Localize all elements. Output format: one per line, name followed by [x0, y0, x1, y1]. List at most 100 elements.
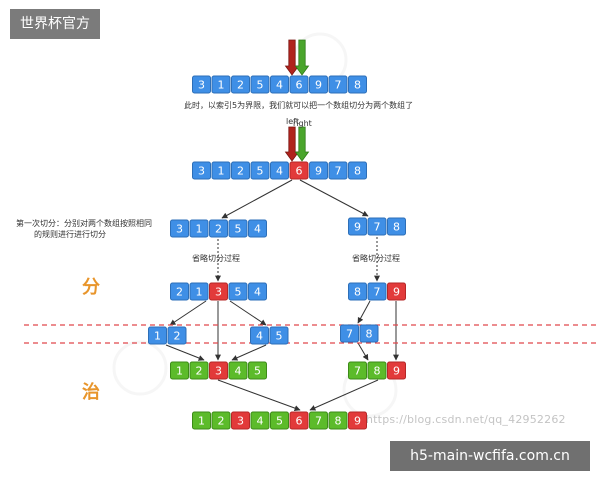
- array-cell: [387, 361, 406, 380]
- array-cell-value: 1: [217, 79, 224, 92]
- array-cell: [250, 326, 269, 345]
- array-cell-value: 2: [176, 286, 183, 299]
- arrow-split-left: [221, 179, 293, 219]
- array-cell: [270, 411, 289, 430]
- watermark-logo: [112, 340, 168, 396]
- omit-right-caption: 省略切分过程: [352, 254, 400, 263]
- array-cell-value: 5: [254, 365, 261, 378]
- arrow-merge-left-b: [231, 344, 267, 361]
- array-cell: [250, 161, 270, 180]
- array-cell-value: 1: [217, 165, 224, 178]
- array-cell: [387, 217, 406, 236]
- array-cell-value: 2: [217, 415, 224, 428]
- array-cell-value: 2: [237, 165, 244, 178]
- array-cell-value: 4: [234, 365, 241, 378]
- array-cell: [348, 282, 367, 301]
- array-cell-value: 9: [354, 415, 361, 428]
- array-cell: [367, 361, 387, 380]
- array-cell: [328, 75, 348, 94]
- array-cell-value: 8: [354, 79, 361, 92]
- array-cell-value: 9: [315, 165, 322, 178]
- array-cell: [250, 75, 270, 94]
- array-cell-value: 1: [195, 286, 202, 299]
- array-cell-value: 1: [195, 223, 202, 236]
- array-cell-value: 7: [315, 415, 322, 428]
- array-cell-value: 8: [334, 415, 341, 428]
- array-cell: [270, 75, 289, 94]
- array-cell: [192, 161, 211, 180]
- array-cell: [359, 324, 379, 343]
- array-cell-value: 7: [334, 165, 341, 178]
- array-cell-value: 5: [256, 79, 263, 92]
- arrow-divide-left-a: [169, 300, 207, 326]
- array-cell-value: 1: [154, 330, 161, 343]
- array-cell: [340, 324, 359, 343]
- array-cell: [192, 75, 211, 94]
- overlay-badge: 世界杯官方: [10, 9, 100, 39]
- arrow-final-left: [217, 379, 301, 411]
- array-cell: [309, 411, 328, 430]
- array-cell-value: 8: [373, 365, 380, 378]
- array-cell: [170, 282, 189, 301]
- array-cell-value: 7: [373, 221, 380, 234]
- array-cell-value: 4: [256, 415, 263, 428]
- array-cell-value: 8: [365, 328, 372, 341]
- array-cell: [269, 326, 289, 345]
- array-cell-value: 9: [354, 221, 361, 234]
- first-split-caption-line2: 的规则进行进行切分: [34, 230, 106, 239]
- array-cell: [189, 219, 209, 238]
- array-cell: [328, 161, 348, 180]
- array-cell-value: 6: [295, 79, 302, 92]
- array-cell: [289, 411, 309, 430]
- arrow-merge-right-a: [357, 342, 369, 361]
- array-cell-value: 3: [198, 165, 205, 178]
- watermark-url: https://blog.csdn.net/qq_42952262: [366, 413, 566, 426]
- arrow-split-right: [299, 179, 369, 217]
- array-cell: [167, 326, 187, 345]
- array-cell-value: 2: [237, 79, 244, 92]
- array-cell-value: 6: [295, 165, 302, 178]
- array-cell-value: 3: [237, 415, 244, 428]
- array-cell-value: 4: [254, 286, 261, 299]
- array-cell-value: 2: [215, 223, 222, 236]
- array-cell: [289, 75, 309, 94]
- array-cell: [189, 361, 209, 380]
- array-cell: [348, 361, 367, 380]
- caption-top: 此时，以索引5为界限，我们就可以把一个数组切分为两个数组了: [184, 101, 414, 110]
- array-cell: [209, 219, 228, 238]
- right-pointer-arrow-pivot: [294, 126, 310, 162]
- array-cell: [348, 411, 367, 430]
- array-cell: [231, 411, 250, 430]
- array-cell-value: 8: [354, 286, 361, 299]
- array-cell-value: 4: [254, 223, 261, 236]
- array-cell-value: 9: [393, 365, 400, 378]
- overlay-footer: h5-main-wcfifa.com.cn: [390, 441, 590, 471]
- array-cell-value: 4: [256, 330, 263, 343]
- first-split-caption-line1: 第一次切分：分别对两个数组按照相同: [16, 219, 152, 228]
- array-cell: [387, 282, 406, 301]
- array-cell: [189, 282, 209, 301]
- array-cell-value: 5: [234, 223, 241, 236]
- array-cell: [248, 361, 267, 380]
- array-cell: [211, 411, 231, 430]
- array-cell-value: 9: [315, 79, 322, 92]
- array-cell-value: 7: [346, 328, 353, 341]
- pointer-arrows: [284, 39, 310, 162]
- array-cell-value: 7: [373, 286, 380, 299]
- array-cell: [192, 411, 211, 430]
- array-cell: [250, 411, 270, 430]
- phase-conquer-label: 治: [82, 382, 100, 403]
- array-cell-value: 3: [198, 79, 205, 92]
